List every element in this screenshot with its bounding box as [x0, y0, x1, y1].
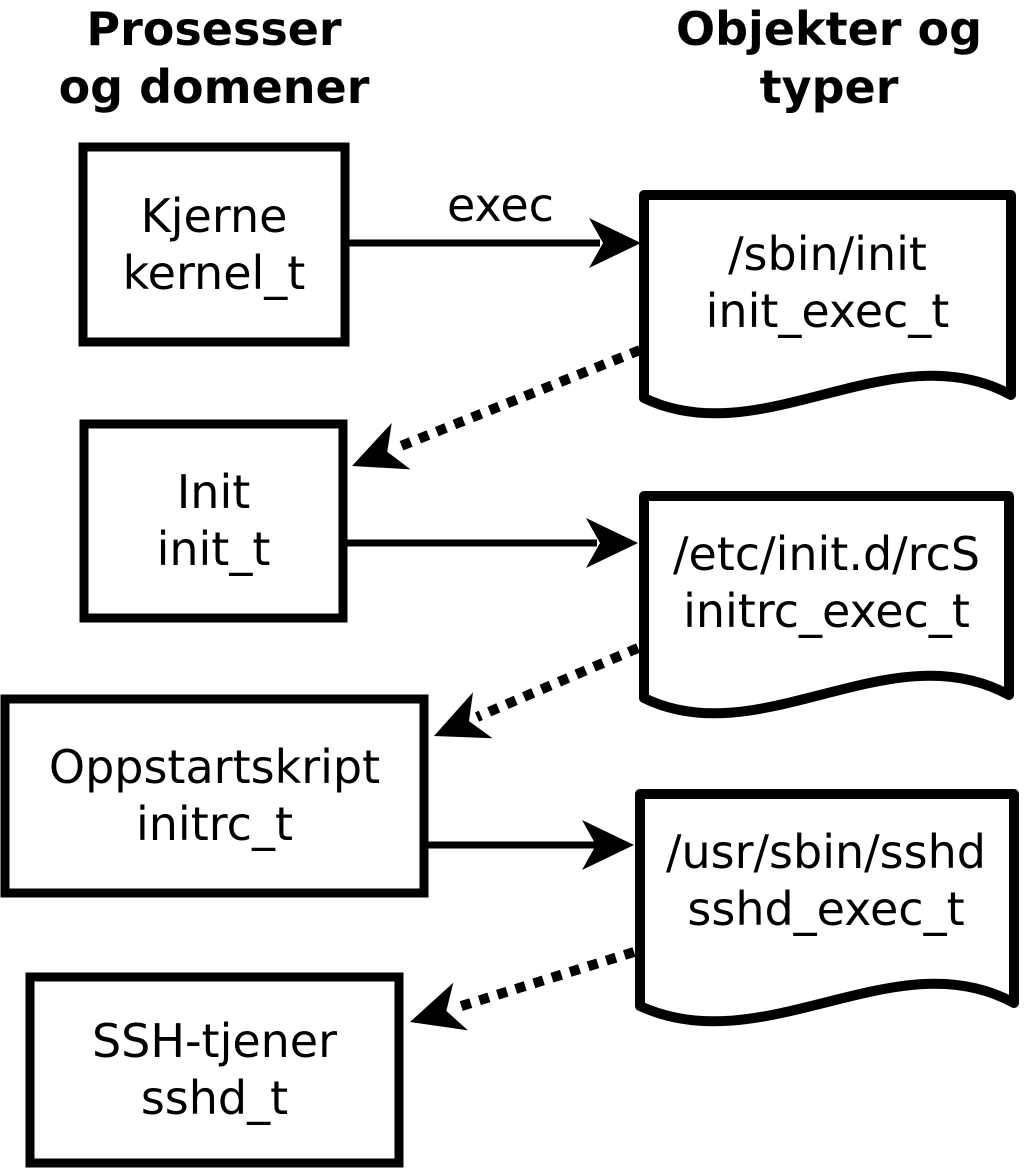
object-type: init_exec_t — [705, 284, 950, 338]
dotted-arrow-init-exec-to-init — [352, 345, 642, 470]
process-box-init — [79, 419, 348, 623]
solid-arrow-kernel-to-init-exec — [349, 218, 641, 268]
header-line: Prosesser — [86, 2, 342, 56]
object-type: initrc_exec_t — [683, 584, 970, 638]
edge-label-exec: exec — [447, 178, 554, 232]
header-line: typer — [759, 60, 899, 114]
process-label-init: Init init_t — [84, 424, 343, 618]
solid-arrow-init-to-initrc-exec — [347, 518, 638, 568]
dotted-arrow-sshd-exec-to-sshd — [410, 947, 636, 1031]
object-path: /sbin/init — [728, 227, 927, 281]
process-box-kernel — [78, 142, 350, 347]
solid-arrow-initrc-to-sshd-exec — [428, 820, 634, 870]
document-shape-init-exec — [639, 190, 1016, 419]
process-label-kernel: Kjerne kernel_t — [83, 147, 345, 342]
header-line: og domener — [58, 60, 370, 114]
object-label-initrc-exec: /etc/init.d/rcS initrc_exec_t — [644, 496, 1009, 670]
process-name: Kjerne — [140, 188, 288, 243]
header-line: Objekter og — [675, 2, 982, 56]
process-type: sshd_t — [140, 1071, 289, 1125]
process-label-initrc: Oppstartskript initrc_t — [5, 699, 424, 893]
process-type: init_t — [156, 522, 271, 576]
document-shape-initrc-exec — [639, 491, 1014, 719]
process-box-sshd — [25, 972, 404, 1168]
process-box-initrc — [0, 694, 429, 898]
object-type: sshd_exec_t — [687, 882, 965, 936]
process-name: Oppstartskript — [48, 740, 381, 794]
object-path: /etc/init.d/rcS — [672, 527, 981, 581]
object-path: /usr/sbin/sshd — [666, 825, 986, 879]
process-name: SSH-tjener — [91, 1014, 338, 1068]
process-name: Init — [176, 465, 251, 519]
column-header-objects: Objekter og typer — [654, 0, 1004, 116]
process-label-sshd: SSH-tjener sshd_t — [30, 977, 399, 1163]
process-type: kernel_t — [122, 245, 306, 300]
dotted-arrow-initrc-exec-to-initrc — [434, 643, 640, 739]
process-type: initrc_t — [136, 797, 293, 851]
column-header-processes: Prosesser og domener — [39, 0, 389, 116]
document-shape-sshd-exec — [635, 789, 1019, 1027]
object-label-sshd-exec: /usr/sbin/sshd sshd_exec_t — [640, 794, 1012, 968]
object-label-init-exec: /sbin/init init_exec_t — [644, 195, 1011, 371]
